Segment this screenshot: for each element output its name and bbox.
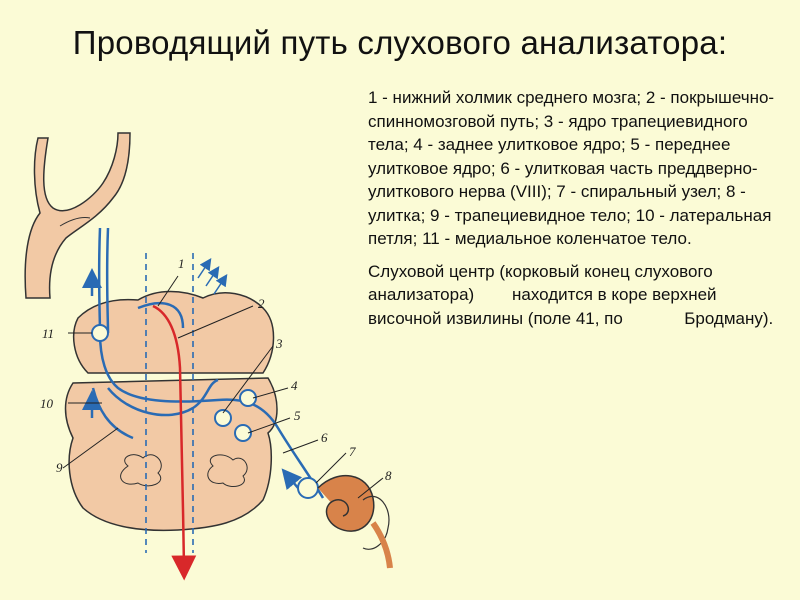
diagram-labels: 1 2 3 4 5 6 7 8 9 10 11 xyxy=(40,256,392,483)
nuclei xyxy=(91,324,319,499)
blue-pathway xyxy=(82,227,325,499)
slide-title: Проводящий путь слухового анализатора: xyxy=(72,24,728,61)
nucleus-7 xyxy=(297,477,319,499)
label-4: 4 xyxy=(291,378,298,393)
label-7: 7 xyxy=(349,444,356,459)
label-6: 6 xyxy=(321,430,328,445)
label-2: 2 xyxy=(258,296,265,311)
label-10: 10 xyxy=(40,396,54,411)
cerebral-cortex-fold xyxy=(24,132,131,299)
auditory-pathway-diagram: 1 2 3 4 5 6 7 8 9 10 11 xyxy=(24,132,393,581)
ascending-arrows xyxy=(197,258,228,295)
label-1: 1 xyxy=(178,256,185,271)
label-9: 9 xyxy=(56,460,63,475)
label-5: 5 xyxy=(294,408,301,423)
auditory-center-paragraph: Слуховой центр (корковый конец слухового… xyxy=(368,261,774,328)
label-11: 11 xyxy=(42,326,54,341)
nucleus-4 xyxy=(239,389,257,407)
label-pointers xyxy=(62,275,384,499)
label-3: 3 xyxy=(275,336,283,351)
nucleus-3 xyxy=(214,409,232,427)
cochlea-icon xyxy=(317,474,393,569)
legend-paragraph: 1 - нижний холмик среднего мозга; 2 - по… xyxy=(368,88,775,248)
nucleus-11 xyxy=(91,324,109,342)
dashed-guide-lines xyxy=(145,253,194,553)
red-pathway xyxy=(152,304,197,581)
label-8: 8 xyxy=(385,468,392,483)
description-column: 1 - нижний холмик среднего мозга; 2 - по… xyxy=(368,86,788,339)
nucleus-5 xyxy=(234,424,252,442)
